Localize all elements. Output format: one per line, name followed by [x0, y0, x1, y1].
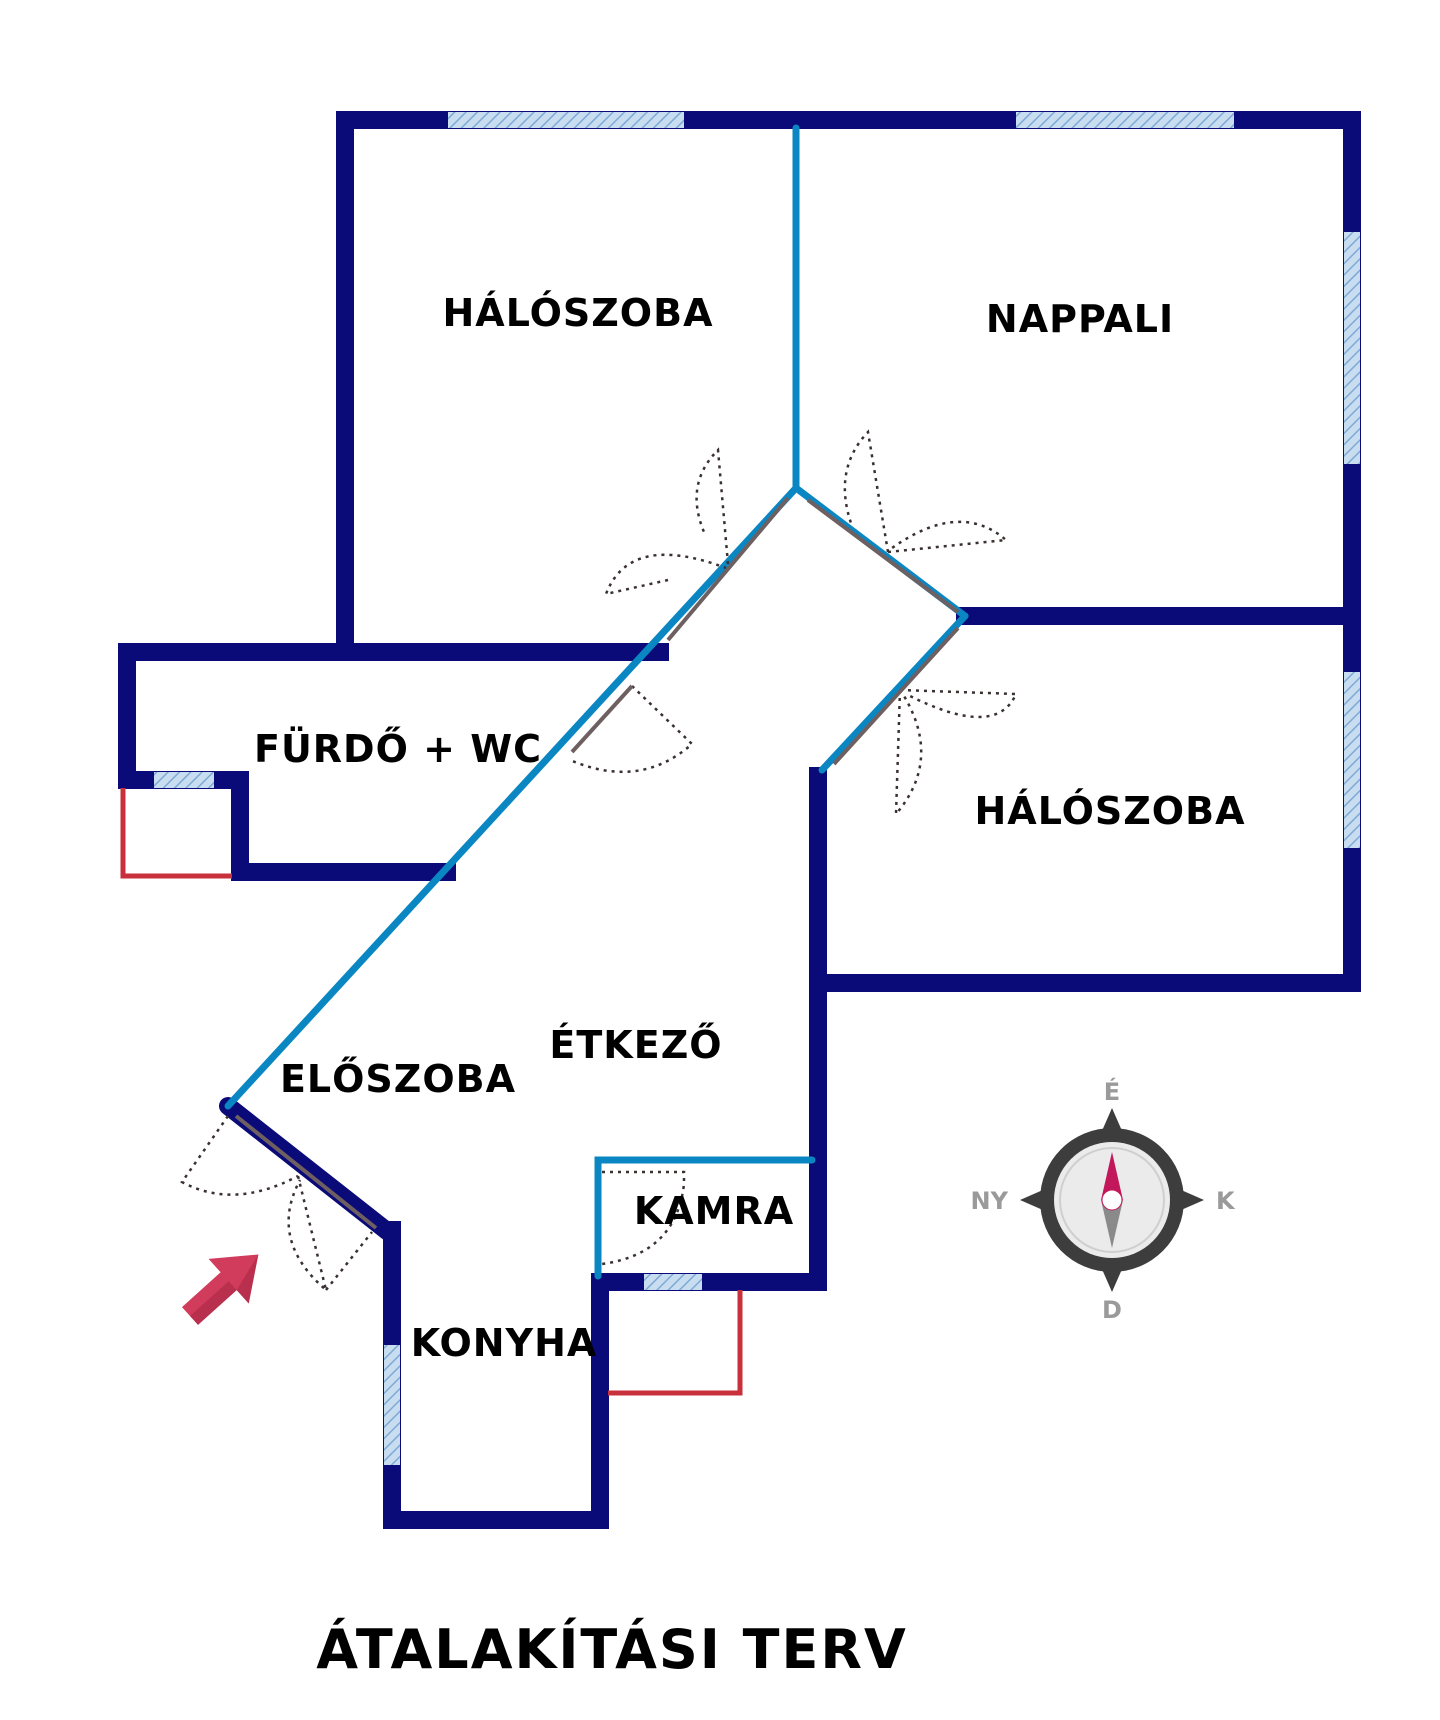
room-label-kitchen: KONYHA [411, 1321, 598, 1365]
room-label-hall: ELŐSZOBA [280, 1057, 516, 1101]
door-swing [180, 1115, 299, 1196]
door-swing [894, 689, 923, 818]
outer-walls [118, 111, 1361, 1529]
new-wall-pantry [594, 1156, 816, 1280]
compass-label-west: NY [971, 1187, 1009, 1215]
door-swings [180, 429, 1018, 1294]
door-swing [601, 1170, 686, 1266]
compass-pivot [1101, 1189, 1123, 1211]
window [154, 772, 214, 788]
compass-label-south: D [1102, 1296, 1122, 1324]
window [1344, 672, 1360, 848]
window [448, 112, 684, 128]
door-swing [287, 1175, 373, 1294]
new-wall-bedroom-diag [818, 612, 969, 774]
door-leaf [806, 498, 960, 614]
door-leaves [234, 496, 960, 1230]
new-wall-diagonal-long [224, 484, 800, 1110]
demolished-wall-bathroom [120, 788, 232, 879]
wall-dining-east [383, 767, 827, 1529]
wall-north [336, 111, 1361, 992]
door-swing [695, 447, 730, 565]
window [1344, 232, 1360, 464]
room-label-pantry: KAMRA [634, 1189, 794, 1233]
room-label-bedroom-top: HÁLÓSZOBA [443, 291, 714, 335]
page-title: ÁTALAKÍTÁSI TERV [316, 1618, 908, 1681]
door-leaf [570, 684, 634, 754]
compass-inner-ring [1059, 1147, 1165, 1253]
compass-label-east: K [1216, 1187, 1236, 1215]
door-swing [569, 685, 694, 774]
door-swing [887, 520, 1010, 554]
window [644, 1274, 702, 1290]
wall-entrance [219, 1097, 401, 1244]
window [1016, 112, 1234, 128]
compass-needle-south [1101, 1200, 1123, 1248]
window [384, 1345, 400, 1465]
new-walls [224, 124, 969, 1280]
room-label-living-room: NAPPALI [986, 297, 1174, 341]
door-leaf [234, 1114, 378, 1230]
room-label-bathroom: FÜRDŐ + WC [254, 727, 542, 771]
door-leaf [666, 496, 790, 642]
entrance-arrow-shade [190, 1254, 259, 1325]
compass-icon: É D K NY [971, 1077, 1236, 1324]
demolished-walls [120, 788, 743, 1396]
door-swing [843, 429, 890, 553]
entrance-arrow-body [181, 1254, 259, 1325]
room-labels: HÁLÓSZOBA NAPPALI FÜRDŐ + WC HÁLÓSZOBA É… [254, 291, 1246, 1365]
room-label-bedroom-right: HÁLÓSZOBA [975, 789, 1246, 833]
door-leaf [832, 626, 960, 766]
door-swing [603, 553, 727, 596]
entrance-arrow-icon [181, 1254, 259, 1325]
room-label-dining: ÉTKEZŐ [549, 1023, 722, 1067]
windows [154, 112, 1360, 1465]
compass-needle-north [1101, 1152, 1123, 1200]
compass-label-north: É [1104, 1077, 1120, 1106]
demolished-wall-kitchen [608, 1290, 743, 1396]
door-swing [899, 688, 1018, 719]
